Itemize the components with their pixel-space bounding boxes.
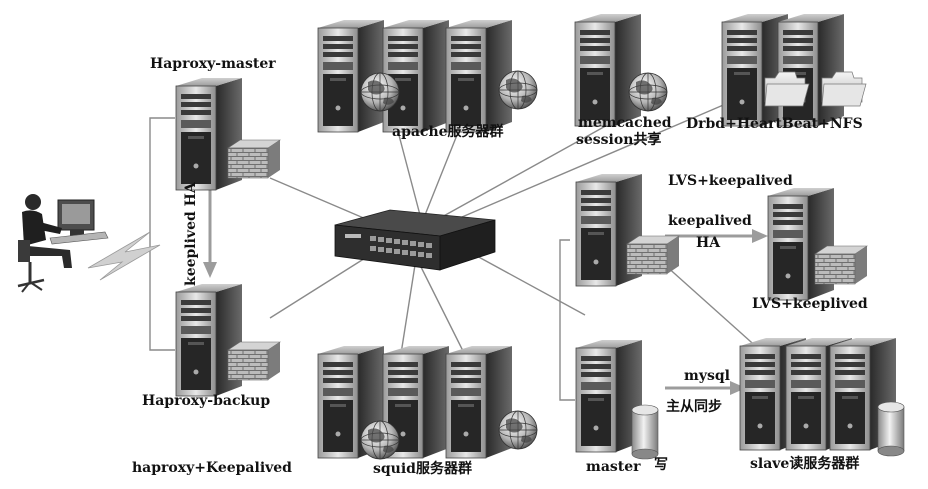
network-switch-icon xyxy=(334,209,496,271)
session-share-label: session共享 xyxy=(576,132,662,148)
haproxy-backup-server xyxy=(175,283,281,397)
firewall-icon xyxy=(227,139,281,179)
master-slave-sync-label: 主从同步 xyxy=(666,399,722,415)
haproxy-keepalived-label: haproxy+Keepalived xyxy=(132,460,292,476)
haproxy-master-label: Haproxy-master xyxy=(150,56,276,72)
keepalived-ha-arrow xyxy=(665,229,768,243)
keeplived-ha-label: keeplived HA xyxy=(183,182,199,286)
firewall-icon xyxy=(814,245,868,285)
firewall-icon xyxy=(227,341,281,381)
lvs-keeplived-label: LVS+keeplived xyxy=(752,296,868,312)
ha-label: HA xyxy=(696,235,721,251)
squid-group-label: squid服务器群 xyxy=(373,461,472,477)
squid-server-group xyxy=(317,345,538,460)
keepalived-label: keepalived xyxy=(668,213,752,229)
mysql-sync-arrow xyxy=(665,381,746,395)
master-label: master xyxy=(586,459,641,475)
slave-server-group xyxy=(739,337,905,457)
lvs-keepalived-label: LVS+keepalived xyxy=(668,173,793,189)
database-icon xyxy=(877,401,905,457)
apache-server-group xyxy=(317,19,538,133)
user-at-computer-icon xyxy=(17,194,109,293)
globe-icon xyxy=(628,72,668,112)
haproxy-backup-label: Haproxy-backup xyxy=(142,393,271,409)
write-label: 写 xyxy=(654,457,668,473)
database-icon xyxy=(631,404,659,460)
globe-icon xyxy=(498,70,538,110)
slave-group-label: slave读服务器群 xyxy=(750,456,860,472)
connection-lines xyxy=(149,99,761,401)
globe-icon xyxy=(498,410,538,450)
mysql-label: mysql xyxy=(684,368,730,384)
drbd-server-group xyxy=(721,13,867,127)
memcached-label: memcached xyxy=(578,115,672,131)
mysql-master-server xyxy=(575,339,659,460)
memcached-server xyxy=(574,13,668,127)
lightning-link-icon xyxy=(87,231,161,281)
apache-group-label: apache服务器群 xyxy=(392,124,504,140)
firewall-icon xyxy=(626,235,680,275)
keeplived-ha-arrow xyxy=(203,190,217,278)
drbd-label: Drbd+HeartBeat+NFS xyxy=(686,116,863,132)
lvs-backup-server xyxy=(767,187,868,301)
globe-icon xyxy=(360,72,400,112)
globe-icon xyxy=(360,420,400,460)
haproxy-master-server xyxy=(175,77,281,191)
lvs-master-server xyxy=(575,173,680,287)
